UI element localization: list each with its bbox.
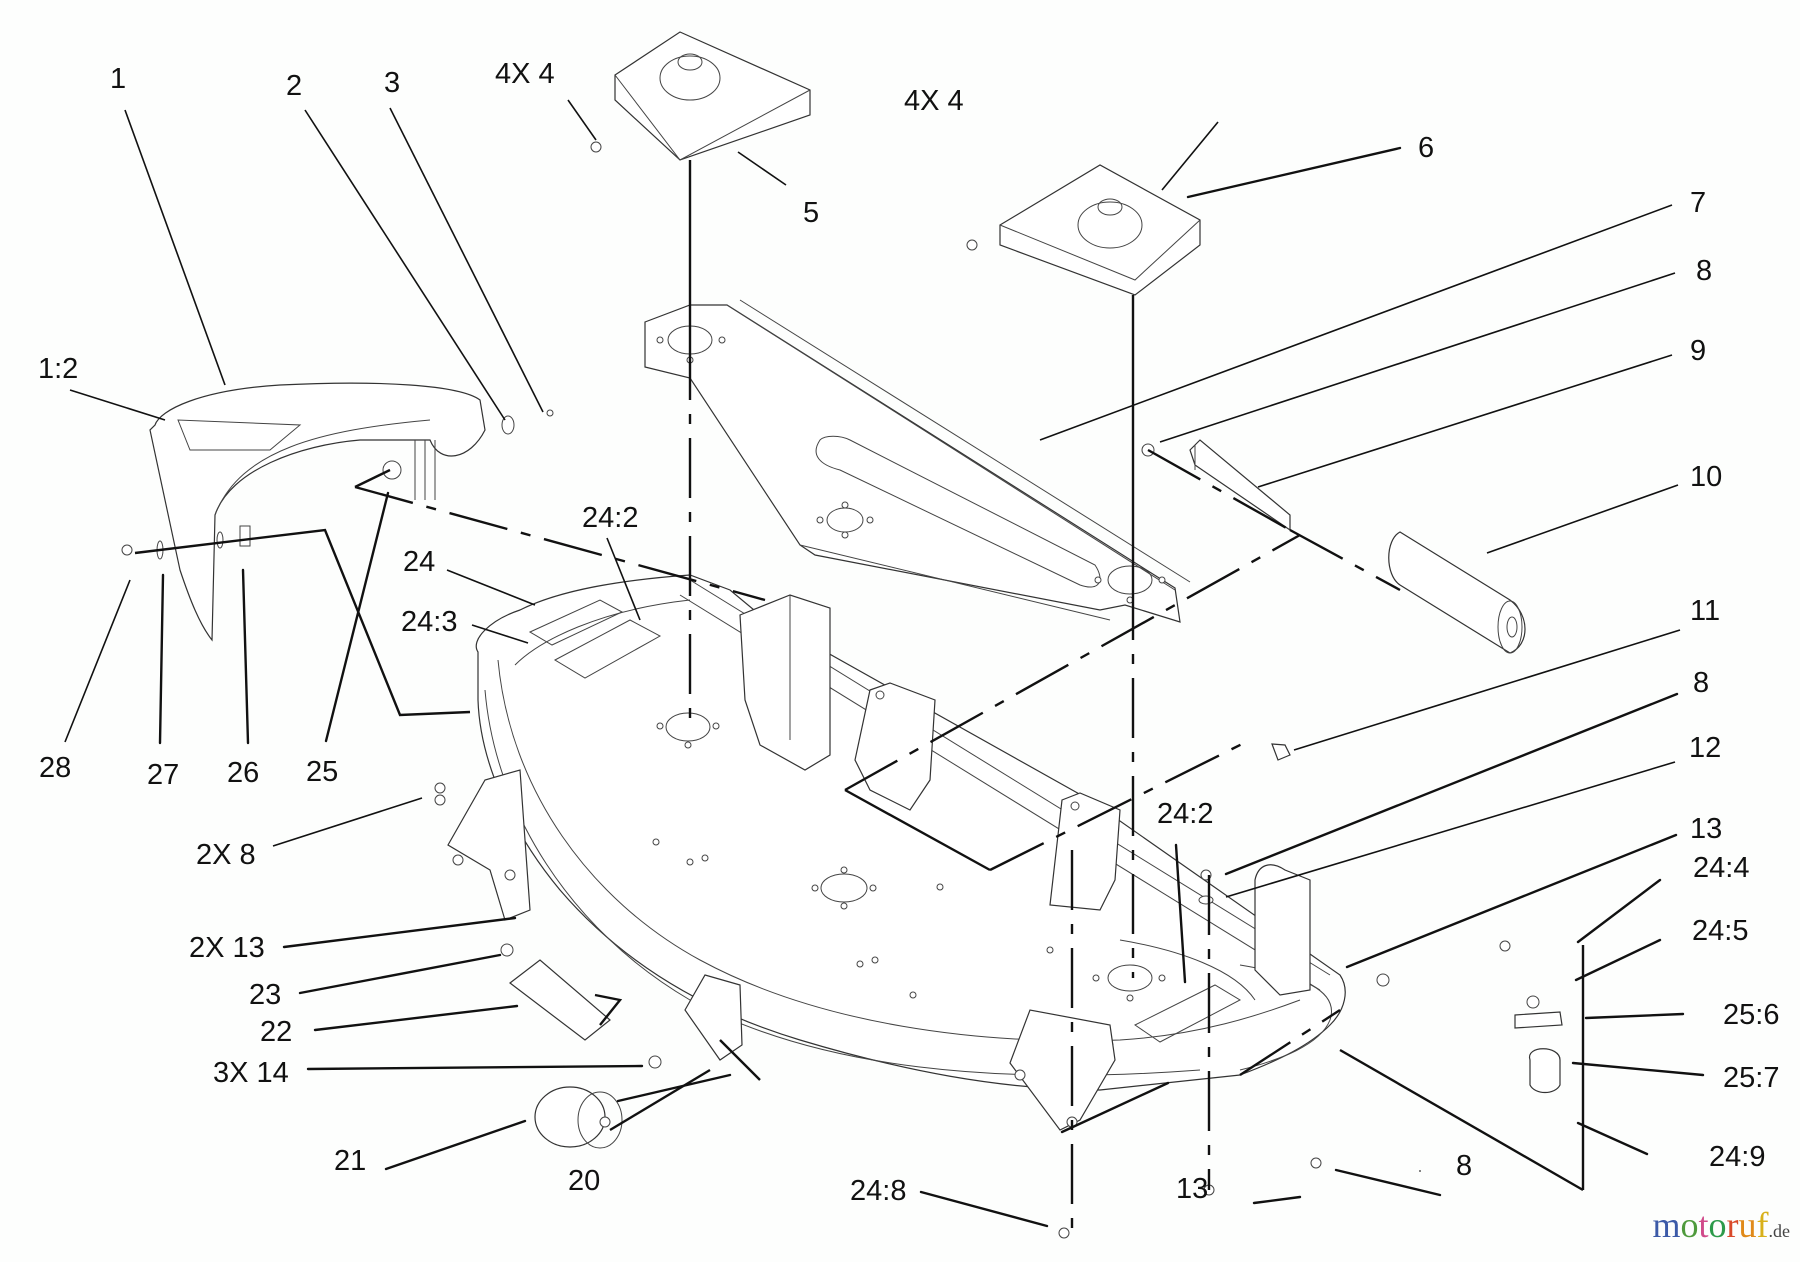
side-bracket [684,974,743,1061]
callout-8-bottom: 8 [1456,1150,1472,1182]
callout-22: 22 [260,1016,292,1048]
belt-cover-plate [644,299,1191,623]
callout-12: 12 [1689,732,1721,764]
callout-28: 28 [39,752,71,784]
spindle-cover-right [999,164,1201,296]
callout-5: 5 [803,197,819,229]
callout-labels: 1 1:2 2 3 4X 4 5 4X 4 6 7 8 9 10 11 8 12… [38,58,1779,1207]
callout-24-4: 24:4 [1693,852,1749,884]
callout-3: 3 [384,67,400,99]
watermark-letter: m [1652,1205,1681,1245]
callout-25: 25 [306,756,338,788]
deck-housing [447,574,1346,1131]
front-bracket [1009,1009,1116,1131]
watermark-suffix: .de [1768,1221,1791,1241]
callout-21: 21 [334,1145,366,1177]
watermark-letter: u [1738,1205,1757,1245]
callout-23: 23 [249,979,281,1011]
callout-24-2-lower: 24:2 [1157,798,1213,830]
callout-24: 24 [403,546,435,578]
discharge-chute [149,382,486,642]
callout-11: 11 [1690,595,1720,627]
leader-lines [64,99,1705,1228]
callout-24-2-upper: 24:2 [582,502,638,534]
callout-1: 1 [110,63,126,95]
decal-24-3 [528,599,624,646]
callout-2x8: 2X 8 [196,839,256,871]
watermark-logo: motoruf.de [1652,1204,1790,1246]
callout-27: 27 [147,759,179,791]
roller-axle [1189,439,1291,532]
gauge-wheel [534,1086,623,1149]
callout-2x13: 2X 13 [189,932,265,964]
callout-8-top: 8 [1696,255,1712,287]
assembly-lines [134,160,1585,1233]
rear-bracket-right [1049,792,1121,911]
callout-9: 9 [1690,335,1706,367]
watermark-letter: o [1680,1205,1699,1245]
axle-bracket [509,959,611,1041]
watermark-letter: o [1708,1205,1727,1245]
callout-4x4-right: 4X 4 [904,85,964,117]
decal-24-2-right [1134,984,1242,1043]
callout-3x14: 3X 14 [213,1057,289,1089]
decal-24-2-left [553,619,662,679]
callout-24-3: 24:3 [401,606,457,638]
callout-1-2: 1:2 [38,353,78,385]
rear-bracket-far-right [1254,864,1311,996]
rear-bracket-left [739,594,831,771]
callout-26: 26 [227,757,259,789]
front-hanger-bracket [447,769,531,921]
callout-8-mid: 8 [1693,667,1709,699]
callout-6: 6 [1418,132,1434,164]
callout-7: 7 [1690,187,1706,219]
callout-13-bottom: 13 [1176,1173,1208,1205]
callout-10: 10 [1690,461,1722,493]
roller [1388,531,1526,654]
callout-4x4-left: 4X 4 [495,58,555,90]
watermark-letter: r [1726,1205,1739,1245]
hardware [121,141,1563,1239]
spindle-cover-left [614,31,811,161]
callout-25-6: 25:6 [1723,999,1779,1031]
watermark-letter: t [1698,1205,1709,1245]
callout-24-8: 24:8 [850,1175,906,1207]
callout-2: 2 [286,70,302,102]
callout-24-9: 24:9 [1709,1141,1765,1173]
callout-20: 20 [568,1165,600,1197]
watermark-letter: f [1756,1205,1769,1245]
callout-25-7: 25:7 [1723,1062,1779,1094]
callout-13-top: 13 [1690,813,1722,845]
callout-24-5: 24:5 [1692,915,1748,947]
